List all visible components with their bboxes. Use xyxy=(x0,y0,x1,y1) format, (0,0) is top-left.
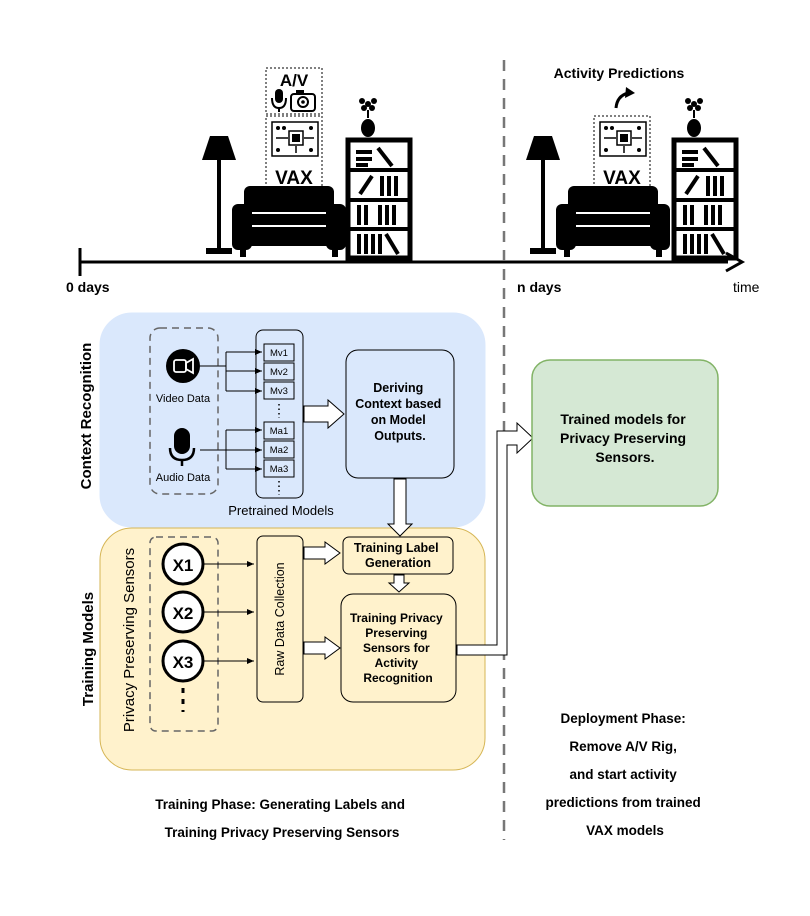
input-group-box xyxy=(149,327,219,495)
circuit-board-icon xyxy=(599,121,647,157)
deployment-line: and start activity xyxy=(569,767,677,782)
model-box xyxy=(263,440,295,459)
time-label: time xyxy=(733,279,760,295)
model-box xyxy=(263,381,295,400)
block-arrow-to-deriving xyxy=(303,398,345,430)
start-label: 0 days xyxy=(66,279,110,295)
video-camera-icon xyxy=(166,349,200,383)
deriving-line: Context based xyxy=(355,397,441,411)
deriving-line: Deriving xyxy=(373,381,423,395)
deployment-line: predictions from trained xyxy=(545,795,700,810)
raw-data-collection-box xyxy=(256,535,304,703)
label-generation-box xyxy=(342,536,454,575)
trained-models-line: Privacy Preserving xyxy=(560,430,686,446)
model-box xyxy=(263,421,295,440)
deployment-line: Deployment Phase: xyxy=(560,711,685,726)
vax-label-right: VAX xyxy=(603,168,641,189)
room-scene-left: A/V VAX xyxy=(202,67,413,261)
microphone-icon xyxy=(271,89,287,112)
model-box xyxy=(263,459,295,478)
raw-data-collection-label: Raw Data Collection xyxy=(273,562,287,675)
context-recognition-label: Context Recognition xyxy=(78,343,95,490)
circuit-board-icon xyxy=(271,121,319,157)
label-gen-line: Generation xyxy=(365,556,431,570)
trained-models-line: Trained models for xyxy=(560,411,686,427)
sensor-x2: X2 xyxy=(161,590,205,634)
deriving-line: Outputs. xyxy=(374,429,425,443)
sensor-x1: X1 xyxy=(161,542,205,586)
train-privacy-line: Preserving xyxy=(365,626,427,640)
model-label: Ma3 xyxy=(270,464,288,475)
train-privacy-text: Training Privacy Preserving Sensors for … xyxy=(350,611,446,685)
model-label: Mv1 xyxy=(270,348,288,359)
sofa-icon xyxy=(232,186,346,257)
camera-icon xyxy=(290,90,316,112)
label-gen-line: Training Label xyxy=(354,541,439,555)
flower-vase-icon xyxy=(359,98,377,137)
vax-label-left: VAX xyxy=(275,168,313,189)
curved-arrow-icon xyxy=(614,87,635,109)
deployment-line: Remove A/V Rig, xyxy=(569,739,677,754)
sensor-label: X1 xyxy=(173,556,194,575)
train-privacy-line: Recognition xyxy=(363,671,432,685)
pretrained-models-container xyxy=(255,329,304,499)
video-data-label: Video Data xyxy=(156,393,211,405)
mid-label: n days xyxy=(517,279,562,295)
train-privacy-line: Sensors for xyxy=(363,641,430,655)
deployment-phase-caption: Deployment Phase: Remove A/V Rig, and st… xyxy=(545,711,704,838)
audio-data-label: Audio Data xyxy=(156,472,211,484)
model-label: Mv3 xyxy=(270,386,288,397)
room-scene-right: Activity Predictions xyxy=(526,65,739,261)
sensor-label: X3 xyxy=(173,653,194,672)
trained-models-text: Trained models for Privacy Preserving Se… xyxy=(560,411,690,465)
block-arrow-to-trained-models xyxy=(456,421,534,656)
lamp-icon xyxy=(202,136,236,254)
vax-box-right xyxy=(593,115,651,189)
sensor-x3: X3 xyxy=(161,639,205,683)
train-privacy-box xyxy=(340,593,457,703)
deriving-line: on Model xyxy=(371,413,426,427)
privacy-sensors-label: Privacy Preserving Sensors xyxy=(121,548,138,732)
training-phase-line: Training Privacy Preserving Sensors xyxy=(165,825,400,840)
model-label: Ma2 xyxy=(270,445,288,456)
microphone-icon xyxy=(168,428,196,466)
trained-models-box xyxy=(531,359,719,507)
train-privacy-line: Activity xyxy=(375,656,419,670)
deriving-context-box xyxy=(345,349,455,479)
deployment-line: VAX models xyxy=(586,823,664,838)
sensor-connectors xyxy=(204,561,254,664)
training-models-label: Training Models xyxy=(80,592,97,706)
train-privacy-line: Training Privacy xyxy=(350,611,443,625)
block-arrow-to-label-gen xyxy=(386,478,414,537)
label-generation-text: Training Label Generation xyxy=(354,541,442,570)
trained-models-line: Sensors. xyxy=(595,449,654,465)
bookshelf-icon xyxy=(345,137,413,261)
lamp-icon xyxy=(526,136,560,254)
block-arrow-to-train-privacy-down xyxy=(387,574,411,593)
av-rig-box xyxy=(265,67,323,115)
model-label: Ma1 xyxy=(270,426,288,437)
model-label: Mv2 xyxy=(270,367,288,378)
model-box xyxy=(263,362,295,381)
model-box xyxy=(263,343,295,362)
training-phase-caption: Training Phase: Generating Labels and Tr… xyxy=(155,797,409,840)
pretrained-models-label: Pretrained Models xyxy=(228,503,334,518)
av-label: A/V xyxy=(280,71,309,90)
sensor-label: X2 xyxy=(173,604,194,623)
activity-predictions-label: Activity Predictions xyxy=(554,65,685,81)
deriving-context-text: Deriving Context based on Model Outputs. xyxy=(355,381,445,443)
sensor-group-box xyxy=(149,536,219,732)
timeline: 0 days n days time xyxy=(66,248,760,295)
block-arrow-to-train-privacy xyxy=(303,636,341,660)
model-list: Mv1 Mv2 Mv3 Ma1 Ma2 Ma3 xyxy=(263,343,295,495)
sofa-icon xyxy=(556,186,670,257)
flower-vase-icon xyxy=(685,98,703,137)
block-arrow-to-label-gen-left xyxy=(303,541,341,565)
vax-box-left xyxy=(265,115,323,189)
bookshelf-icon xyxy=(671,137,739,261)
training-phase-line: Training Phase: Generating Labels and xyxy=(155,797,405,812)
